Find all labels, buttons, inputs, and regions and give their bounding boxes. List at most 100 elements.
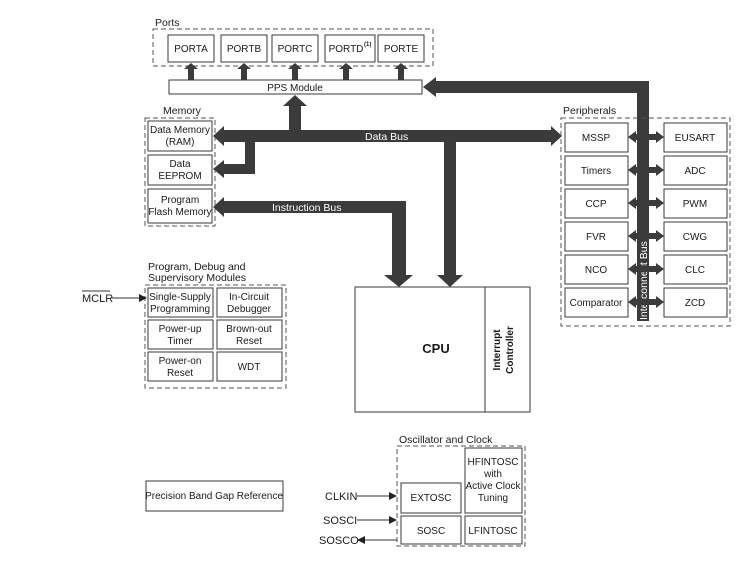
svg-text:CLC: CLC <box>685 265 705 276</box>
peripheral-eusart: EUSART <box>663 122 728 153</box>
interrupt-controller: Interrupt Controller <box>492 326 516 374</box>
svg-text:with: with <box>483 469 502 480</box>
peripherals-group <box>560 117 731 327</box>
supervisory-title-line1: Program, Debug and <box>148 261 246 273</box>
svg-text:MSSP: MSSP <box>582 133 611 144</box>
svg-text:Program: Program <box>161 195 199 206</box>
cpu-block: CPU <box>354 286 531 413</box>
instruction-bus-label: Instruction Bus <box>272 202 341 214</box>
svg-text:Reset: Reset <box>167 368 193 379</box>
svg-text:PORTE: PORTE <box>384 44 419 55</box>
peripheral-comparator: Comparator <box>564 287 629 318</box>
oscillator-title: Oscillator and Clock <box>399 434 493 446</box>
port-porta: PORTA <box>167 34 215 63</box>
svg-text:ADC: ADC <box>684 166 705 177</box>
cpu-label: CPU <box>422 341 449 356</box>
peripheral-link-arrow <box>628 230 664 242</box>
svg-text:EUSART: EUSART <box>675 133 715 144</box>
sosco-arrow <box>357 536 397 544</box>
oscillator-group <box>396 445 526 547</box>
svg-text:Debugger: Debugger <box>227 304 272 315</box>
svg-text:PPS Module: PPS Module <box>267 83 323 94</box>
data-bus-label: Data Bus <box>365 131 408 143</box>
port-portb: PORTB <box>220 34 268 63</box>
peripheral-link-arrow <box>628 131 664 143</box>
svg-text:FVR: FVR <box>586 232 606 243</box>
memory-data-ram: Data Memory (RAM) <box>147 120 213 152</box>
peripheral-zcd: ZCD <box>663 287 728 318</box>
portd-footnote: (1) <box>364 42 371 48</box>
svg-text:Data Memory: Data Memory <box>150 125 210 136</box>
svg-text:Flash Memory: Flash Memory <box>148 207 211 218</box>
svg-text:Brown-out: Brown-out <box>226 324 272 335</box>
svg-text:Reset: Reset <box>236 336 262 347</box>
svg-text:Timer: Timer <box>167 336 193 347</box>
svg-text:EXTOSC: EXTOSC <box>411 493 452 504</box>
supervisory-title-line2: Supervisory Modules <box>148 272 246 284</box>
svg-text:Power-on: Power-on <box>159 356 202 367</box>
mclr-arrow <box>112 294 147 302</box>
svg-text:Interrupt: Interrupt <box>492 329 503 371</box>
svg-text:HFINTOSC: HFINTOSC <box>468 457 519 468</box>
sosci-arrow <box>357 516 397 524</box>
svg-text:Precision Band Gap Reference: Precision Band Gap Reference <box>145 491 283 502</box>
pps-module: PPS Module <box>168 79 423 95</box>
precision-band-gap-reference: Precision Band Gap Reference <box>145 480 284 512</box>
extosc-block: EXTOSC <box>400 482 462 514</box>
svg-text:WDT: WDT <box>238 362 261 373</box>
svg-text:In-Circuit: In-Circuit <box>229 292 269 303</box>
svg-text:Active Clock: Active Clock <box>465 481 521 492</box>
peripheral-link-arrow <box>628 296 664 308</box>
svg-text:Timers: Timers <box>581 166 611 177</box>
peripheral-link-arrow <box>628 197 664 209</box>
data-bus <box>213 95 562 287</box>
interconnect-bus-label: Interconnect Bus <box>638 241 650 320</box>
svg-text:PORTD: PORTD <box>329 44 364 55</box>
port-portd: PORTD (1) <box>324 34 376 63</box>
memory-group <box>144 117 216 227</box>
peripheral-cwg: CWG <box>663 221 728 252</box>
supervisory-group <box>144 284 287 389</box>
svg-text:CWG: CWG <box>683 232 708 243</box>
peripheral-mssp: MSSP <box>564 122 629 153</box>
svg-text:SOSC: SOSC <box>417 526 445 537</box>
svg-text:PORTC: PORTC <box>278 44 313 55</box>
peripheral-nco: NCO <box>564 254 629 285</box>
svg-text:NCO: NCO <box>585 265 607 276</box>
svg-text:ZCD: ZCD <box>685 298 706 309</box>
instruction-bus <box>213 197 413 287</box>
memory-program-flash: Program Flash Memory <box>147 188 213 224</box>
svg-text:LFINTOSC: LFINTOSC <box>468 526 517 537</box>
module-wdt: WDT <box>216 351 283 382</box>
peripheral-link-arrow <box>628 263 664 275</box>
sosci-label: SOSCI <box>323 515 357 527</box>
svg-text:Programming: Programming <box>150 304 210 315</box>
memory-data-eeprom: Data EEPROM <box>147 154 213 186</box>
peripheral-pwm: PWM <box>663 188 728 219</box>
svg-text:PWM: PWM <box>683 199 707 210</box>
svg-text:Tuning: Tuning <box>478 493 508 504</box>
svg-text:CCP: CCP <box>585 199 606 210</box>
peripheral-fvr: FVR <box>564 221 629 252</box>
svg-text:PORTB: PORTB <box>227 44 262 55</box>
peripheral-adc: ADC <box>663 155 728 186</box>
clkin-label: CLKIN <box>325 491 357 503</box>
svg-text:Data: Data <box>169 159 191 170</box>
hfintosc-block: HFINTOSC with Active Clock Tuning <box>464 447 523 514</box>
peripheral-link-arrow <box>628 164 664 176</box>
svg-text:Power-up: Power-up <box>159 324 202 335</box>
clkin-arrow <box>357 492 397 500</box>
svg-text:Single-Supply: Single-Supply <box>149 292 211 303</box>
svg-text:Controller: Controller <box>505 326 516 374</box>
svg-text:EEPROM: EEPROM <box>158 171 201 182</box>
lfintosc-block: LFINTOSC <box>464 515 523 545</box>
peripheral-timers: Timers <box>564 155 629 186</box>
peripheral-clc: CLC <box>663 254 728 285</box>
svg-text:Comparator: Comparator <box>570 298 623 309</box>
